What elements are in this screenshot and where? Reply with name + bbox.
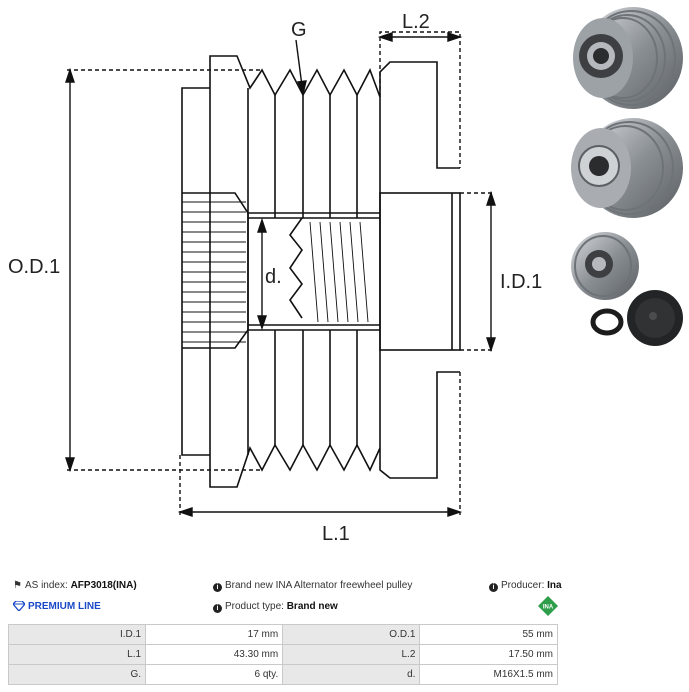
label-l2: L.2: [402, 11, 430, 33]
as-index-label: AS index:: [24, 580, 68, 591]
spec-label: O.D.1: [282, 624, 421, 645]
pulley-photo-front: [573, 7, 683, 109]
spec-value: M16X1.5 mm: [419, 664, 558, 685]
tag-icon: ⚑: [13, 580, 22, 591]
label-d: d.: [265, 266, 282, 288]
premium-line-label: PREMIUM LINE: [28, 601, 101, 612]
pulley-photo-side: [571, 118, 683, 218]
as-index-value: AFP3018(INA): [70, 580, 137, 591]
info-icon: i: [213, 583, 222, 592]
label-id1: I.D.1: [500, 271, 542, 293]
table-row: L.1 43.30 mm L.2 17.50 mm: [7, 644, 558, 665]
spec-value: 55 mm: [419, 624, 558, 645]
spec-label: G.: [7, 664, 147, 685]
pulley-photo-with-cap: [571, 232, 683, 346]
premium-line: PREMIUM LINE: [12, 600, 101, 612]
spec-label: d.: [282, 664, 421, 685]
spec-value: 17 mm: [145, 624, 284, 645]
diamond-icon: [12, 600, 26, 612]
producer-label: Producer:: [501, 580, 545, 591]
pulley-technical-drawing: G L.2 O.D.1 d. I.D.1 L.1: [8, 11, 542, 545]
producer-value: Ina: [547, 580, 562, 591]
info-icon: i: [213, 604, 222, 613]
spec-label: I.D.1: [7, 624, 147, 645]
ina-brand-logo: INA: [538, 596, 558, 616]
label-l1: L.1: [322, 523, 350, 545]
product-type-label: Product type:: [225, 601, 284, 612]
description-text: Brand new INA Alternator freewheel pulle…: [225, 580, 413, 591]
svg-text:INA: INA: [543, 605, 554, 611]
table-row: G. 6 qty. d. M16X1.5 mm: [7, 664, 558, 685]
as-index: ⚑AS index: AFP3018(INA): [13, 580, 137, 591]
label-g: G: [291, 19, 307, 41]
spec-value: 17.50 mm: [419, 644, 558, 665]
spec-value: 6 qty.: [145, 664, 284, 685]
spec-value: 43.30 mm: [145, 644, 284, 665]
spec-label: L.2: [282, 644, 421, 665]
table-row: I.D.1 17 mm O.D.1 55 mm: [7, 624, 558, 645]
info-icon: i: [489, 583, 498, 592]
spec-label: L.1: [7, 644, 147, 665]
product-type-value: Brand new: [286, 601, 338, 612]
label-od1: O.D.1: [8, 256, 60, 278]
specs-table: I.D.1 17 mm O.D.1 55 mm L.1 43.30 mm L.2…: [7, 624, 558, 685]
